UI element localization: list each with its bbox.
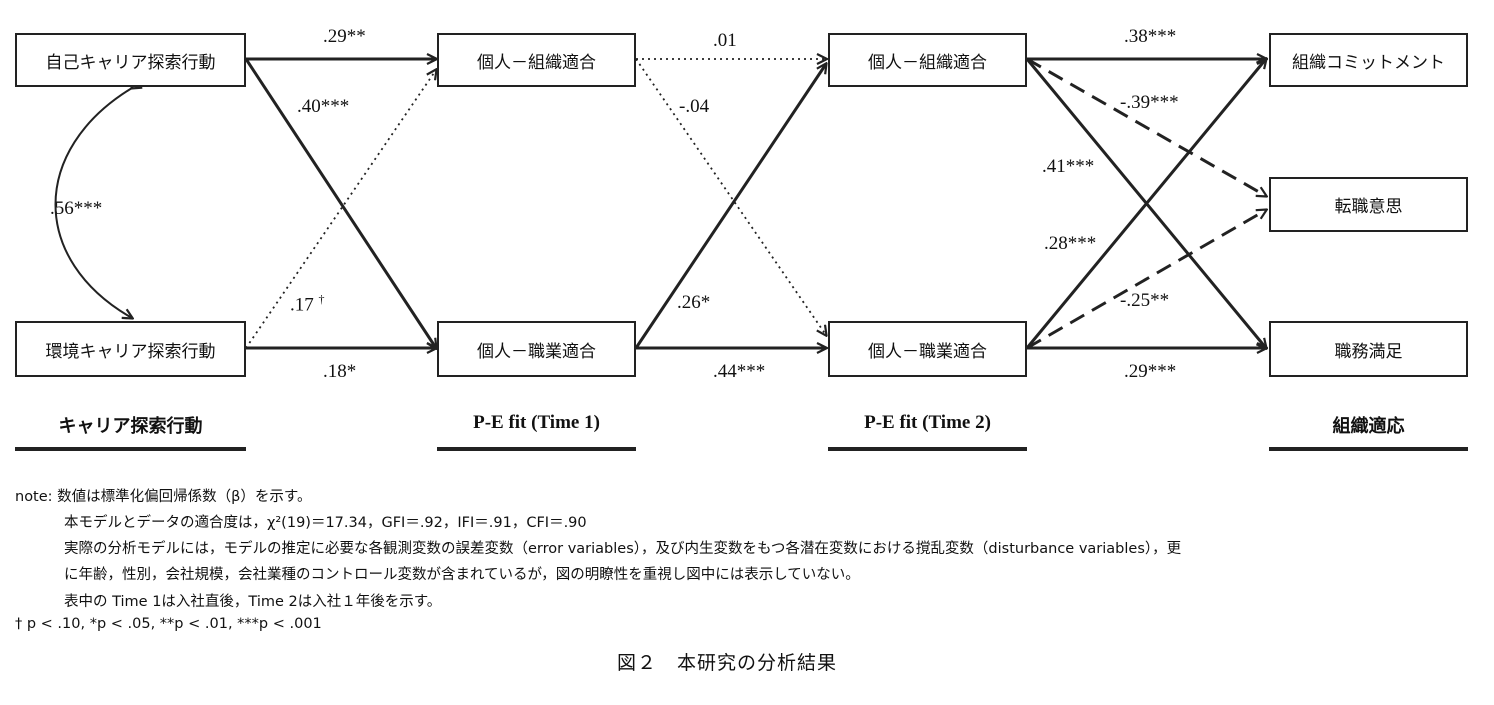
node-po-fit-t1: 個人－組織適合 xyxy=(437,33,636,87)
path-correlation xyxy=(54,88,133,318)
header-time2: P-E fit (Time 2) xyxy=(864,412,991,433)
node-commitment: 組織コミットメント xyxy=(1269,33,1468,87)
coef-po-pj: -.04 xyxy=(679,96,710,117)
header-time1: P-E fit (Time 1) xyxy=(473,412,600,433)
coef-env-po-value: .17 xyxy=(290,294,314,316)
header-career-exploration: キャリア探索行動 xyxy=(58,416,203,437)
note-line-5: 表中の Time 1は入社直後，Time 2は入社１年後を示す。 xyxy=(64,594,442,610)
coef-env-po-mark: † xyxy=(318,292,325,306)
node-job-satisfaction: 職務満足 xyxy=(1269,321,1468,377)
node-pj-fit-t2: 個人－職業適合 xyxy=(828,321,1027,377)
path-po-pj xyxy=(635,58,826,335)
coef-pj2-sat: .29*** xyxy=(1124,361,1177,382)
coef-env-pj: .18* xyxy=(323,361,357,382)
note-line-4: に年齢，性別，会社規模，会社業種のコントロール変数が含まれているが，図の明瞭性を… xyxy=(64,567,860,583)
coef-pj-po: .26* xyxy=(677,292,711,313)
coef-pj2-commit: .28*** xyxy=(1044,233,1097,254)
node-env-exploration: 環境キャリア探索行動 xyxy=(15,321,246,377)
coef-self-pj: .40*** xyxy=(297,96,350,117)
coef-pj-pj: .44*** xyxy=(713,361,766,382)
path-pj2-turn xyxy=(1026,210,1266,350)
header-underline xyxy=(828,447,1027,451)
note-line-6: † p < .10, *p < .05, **p < .01, ***p < .… xyxy=(15,616,322,632)
coef-self-po: .29** xyxy=(323,26,366,47)
header-underline xyxy=(1269,447,1468,451)
coef-po2-commit: .38*** xyxy=(1124,26,1177,47)
node-po-fit-t2: 個人－組織適合 xyxy=(828,33,1027,87)
path-pj2-commit xyxy=(1025,59,1266,349)
node-pj-fit-t1: 個人－職業適合 xyxy=(437,321,636,377)
coef-pj2-turn: -.25** xyxy=(1120,290,1170,311)
path-pj-po xyxy=(634,64,826,349)
coef-po-po: .01 xyxy=(713,30,737,51)
note-line-1: note: 数値は標準化偏回帰係数（β）を示す。 xyxy=(15,489,312,505)
figure-caption: 図２ 本研究の分析結果 xyxy=(617,652,838,674)
coef-po2-turn: -.39*** xyxy=(1120,92,1179,113)
note-line-2: 本モデルとデータの適合度は，χ²(19)＝17.34，GFI＝.92，IFI＝.… xyxy=(64,515,587,531)
node-turnover: 転職意思 xyxy=(1269,177,1468,232)
header-underline xyxy=(15,447,246,451)
coef-env-po: .17 † xyxy=(290,292,325,316)
header-adaptation: 組織適応 xyxy=(1332,416,1405,437)
coef-po2-sat: .41*** xyxy=(1042,156,1095,177)
coef-correlation: .56*** xyxy=(50,198,103,219)
path-self-pj xyxy=(244,58,436,348)
node-self-exploration: 自己キャリア探索行動 xyxy=(15,33,246,87)
path-env-po xyxy=(245,70,436,349)
header-underline xyxy=(437,447,636,451)
path-po2-turn xyxy=(1026,57,1266,196)
note-line-3: 実際の分析モデルには，モデルの推定に必要な各観測変数の誤差変数（error va… xyxy=(64,541,1182,557)
